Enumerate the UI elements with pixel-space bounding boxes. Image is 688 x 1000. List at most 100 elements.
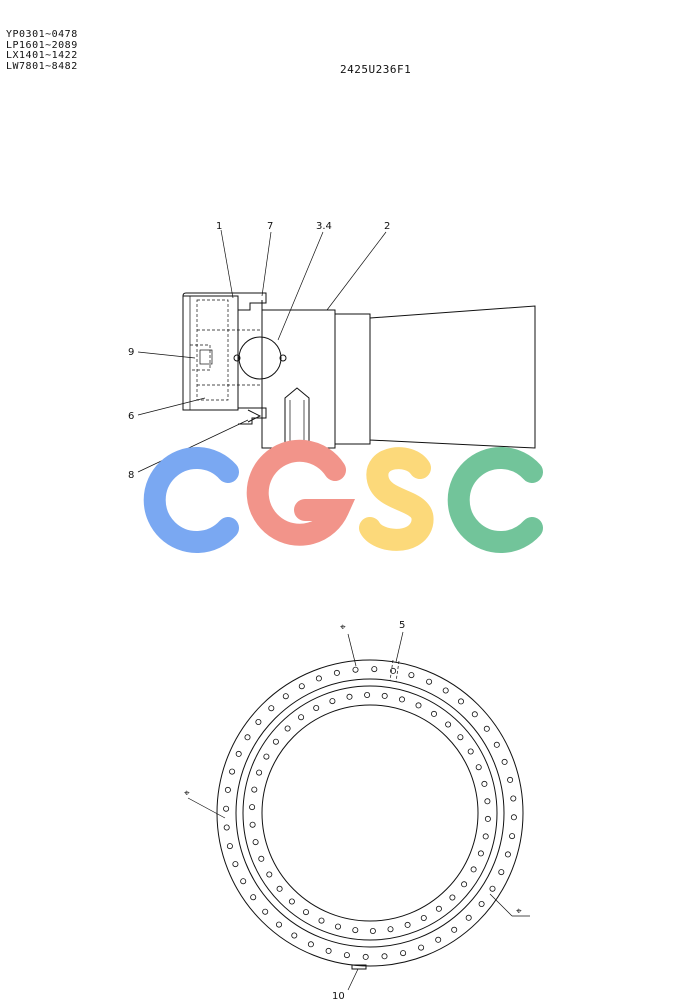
inner-bolt-hole [381,692,388,699]
outer-bolt-hole [224,786,231,793]
outer-bolt-hole [268,705,275,712]
callout-5: 5 [399,620,405,631]
serial-range-4: LW7801~8482 [6,60,78,72]
watermark-letter-c2 [447,447,543,553]
inner-bolt-hole [251,786,258,793]
inner-bolt-hole [477,850,484,857]
outer-bolt-hole [235,750,242,757]
inner-bolt-hole [470,866,477,873]
callout-3-4: 3.4 [316,221,332,232]
inner-bolt-hole [263,753,270,760]
inner-bolt-hole [461,881,468,888]
inner-bolt-hole [313,705,320,712]
outer-bolt-hole [498,869,505,876]
inner-bolt-hole [484,815,491,822]
side-view-assembly: 1 7 3.4 2 9 6 8 [128,221,536,481]
drawing-number: 2425U236F1 [340,63,412,76]
inner-bolt-hole [334,923,341,930]
inner-bolt-hole [346,693,353,700]
inner-bolt-hole [449,894,456,901]
watermark-letter-c1 [143,447,239,553]
outer-bolt-hole [352,666,359,673]
inner-bolt-hole [467,748,474,755]
outer-bolt-hole [226,843,233,850]
outer-bolt-hole [451,926,458,933]
inner-bolt-hole [369,928,376,935]
inner-bolt-hole [364,692,371,699]
inner-bolt-holes [249,692,491,935]
outer-bolt-hole [223,805,230,812]
outer-bolt-hole [315,675,322,682]
callout-8: 8 [128,470,134,481]
inner-bolt-hole [266,871,273,878]
callout-6: 6 [128,411,134,422]
outer-bolt-hole [489,885,496,892]
outer-bolt-hole [223,824,230,831]
outer-bolt-hole [343,952,350,959]
inner-bolt-hole [276,885,283,892]
inner-bolt-hole [249,821,256,828]
inner-bolt-hole [256,769,263,776]
callout-2: 2 [384,221,390,232]
callout-9: 9 [128,347,134,358]
outer-bolt-hole [325,947,332,954]
outer-bolt-hole [493,741,500,748]
inner-bolt-hole [329,698,336,705]
outer-bolt-hole [510,795,517,802]
inner-bolt-hole [258,855,265,862]
outer-bolt-hole [362,953,369,960]
serial-range-list: YP0301~0478 LP1601~2089 LX1401~1422 LW78… [6,29,78,72]
outer-bolt-hole [298,683,305,690]
inner-bolt-hole [484,798,491,805]
callout-1: 1 [216,221,222,232]
cgsc-watermark [143,439,543,553]
outer-bolt-hole [232,861,239,868]
inner-bolt-hole [420,915,427,922]
inner-bolt-hole [475,764,482,771]
inner-bolt-hole [482,833,489,840]
marker-symbol-left: ⌖ [184,788,190,799]
serial-range-3: LX1401~1422 [6,50,78,61]
watermark-letter-g [246,439,356,546]
outer-bolt-hole [435,936,442,943]
inner-bolt-hole [481,780,488,787]
outer-bolt-hole [509,833,516,840]
outer-bolt-hole [483,725,490,732]
outer-bolt-hole [408,672,415,679]
inner-bolt-hole [288,898,295,905]
inner-bolt-hole [352,927,359,934]
outer-bolt-hole [250,894,257,901]
outer-bolt-hole [418,944,425,951]
outer-bolt-hole [371,666,378,673]
outer-bolt-hole [333,669,340,676]
outer-bolt-hole [457,698,464,705]
outer-bolt-hole [504,851,511,858]
outer-bolt-hole [471,711,478,718]
inner-bolt-hole [252,839,259,846]
outer-bolt-hole [507,776,514,783]
inner-bolt-hole [387,926,394,933]
watermark-letter-s [359,447,434,551]
inner-bolt-hole [284,725,291,732]
inner-bolt-hole [404,921,411,928]
inner-bolt-hole [430,710,437,717]
callout-10: 10 [332,991,345,1000]
marker-symbol-top: ⌖ [340,622,346,633]
outer-bolt-hole [465,914,472,921]
inner-bolt-hole [298,714,305,721]
outer-bolt-hole [390,667,397,674]
outer-bolt-hole [255,719,262,726]
serial-range-2: LP1601~2089 [6,39,78,51]
inner-bolt-hole [272,738,279,745]
inner-bolt-hole [457,734,464,741]
callout-7: 7 [267,221,273,232]
outer-bolt-hole [501,758,508,765]
serial-range-1: YP0301~0478 [6,29,78,40]
outer-bolt-hole [478,901,485,908]
outer-bolt-hole [400,950,407,957]
inner-bolt-hole [249,804,256,811]
outer-bolt-hole [262,908,269,915]
outer-bolt-hole [442,687,449,694]
inner-bolt-hole [398,696,405,703]
